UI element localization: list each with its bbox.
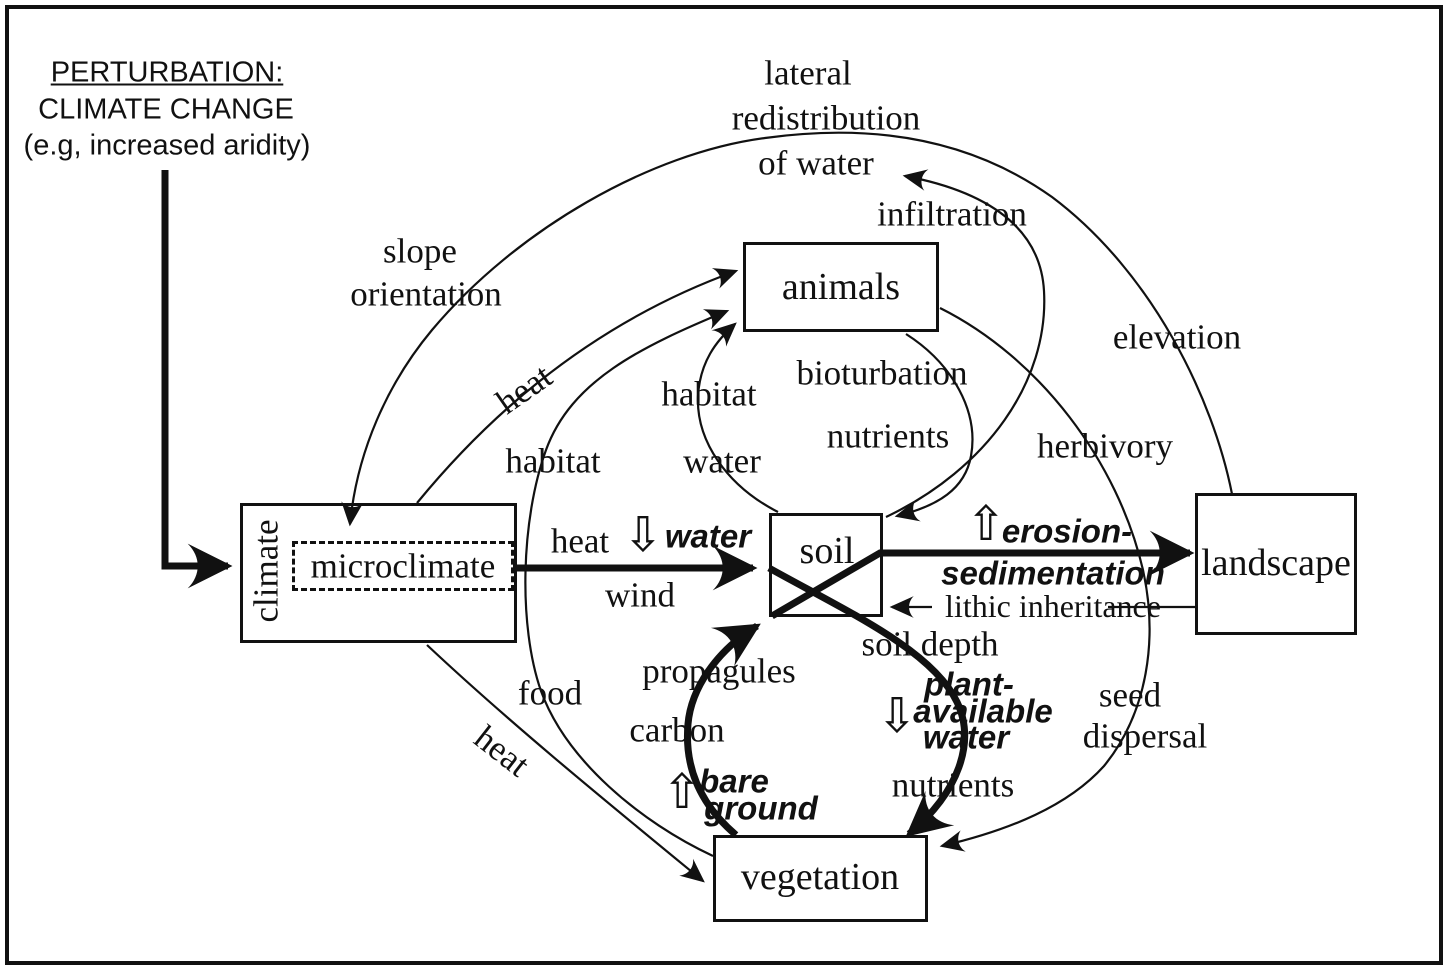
label-elevation: elevation bbox=[1112, 317, 1242, 357]
arrow-animals-to-soil bbox=[894, 333, 974, 522]
lateral-water-node-line1: lateral bbox=[764, 53, 852, 93]
label-sedimentation: sedimentation bbox=[941, 554, 1165, 592]
label-slope-orientation-line1: slope bbox=[383, 231, 457, 271]
label-carbon: carbon bbox=[629, 710, 725, 750]
arrow-soil-to-animals bbox=[696, 322, 779, 513]
label-erosion: erosion- bbox=[1001, 512, 1133, 550]
arrow-climate-to-animals bbox=[416, 268, 739, 504]
label-nutrients-animals-to-soil: nutrients bbox=[826, 416, 950, 456]
label-infiltration: infiltration bbox=[877, 194, 1027, 234]
label-food: food bbox=[517, 673, 583, 713]
label-available: available bbox=[913, 692, 1053, 730]
down-white-arrow-water-icon: ⇩ bbox=[622, 507, 664, 563]
label-seed: seed bbox=[1098, 675, 1162, 715]
label-bioturbation: bioturbation bbox=[796, 353, 968, 393]
label-heat-climate-to-soil: heat bbox=[550, 521, 610, 561]
climate-box-label: climate bbox=[246, 519, 286, 623]
soil-box-label: soil bbox=[799, 530, 855, 572]
arrow-perturbation bbox=[161, 170, 233, 589]
label-habitat-soil-to-animals: habitat bbox=[661, 374, 757, 414]
label-lithic-inheritance: lithic inheritance bbox=[945, 588, 1161, 624]
arrow-soil-to-lateral-water bbox=[885, 169, 1046, 518]
up-white-arrow-bare-ground-icon: ⇧ bbox=[661, 764, 703, 820]
perturbation-title-line1: PERTURBATION: bbox=[50, 56, 284, 89]
label-slope-orientation-line2: orientation bbox=[350, 274, 502, 314]
label-nutrients-soil-to-vegetation: nutrients bbox=[891, 765, 1015, 805]
microclimate-box-label: microclimate bbox=[310, 546, 496, 586]
arrow-landscape-to-microclimate bbox=[341, 131, 1234, 527]
lateral-water-node-line3: of water bbox=[758, 143, 874, 183]
vegetation-box-label: vegetation bbox=[740, 856, 900, 898]
landscape-box-label: landscape bbox=[1201, 542, 1351, 584]
label-habitat-vegetation-to-animals: habitat bbox=[505, 441, 601, 481]
label-plant: plant- bbox=[924, 665, 1014, 703]
animals-box bbox=[743, 242, 939, 332]
vegetation-box bbox=[713, 835, 928, 922]
down-white-arrow-plant-water-icon: ⇩ bbox=[876, 688, 918, 744]
label-propagules: propagules bbox=[642, 651, 796, 691]
label-plant-water: water bbox=[922, 718, 1010, 756]
label-dispersal: dispersal bbox=[1082, 716, 1208, 756]
label-soil-depth: soil depth bbox=[861, 624, 999, 664]
animals-box-label: animals bbox=[781, 266, 901, 308]
arrow-climate-to-vegetation bbox=[426, 644, 705, 883]
climate-box bbox=[240, 503, 517, 643]
soil-box bbox=[769, 513, 883, 617]
label-ground: ground bbox=[704, 789, 818, 827]
arrow-soil-to-vegetation bbox=[767, 564, 968, 837]
perturbation-title-line3: (e.g, increased aridity) bbox=[23, 129, 311, 162]
arrow-animals-to-vegetation bbox=[939, 307, 1151, 852]
up-white-arrow-erosion-icon: ⇧ bbox=[965, 496, 1007, 552]
label-water-bold: water bbox=[664, 517, 752, 555]
arrow-vegetation-to-soil bbox=[683, 623, 761, 838]
label-wind: wind bbox=[605, 575, 675, 615]
label-herbivory: herbivory bbox=[1036, 426, 1174, 466]
lateral-water-node-line2: redistribution bbox=[731, 98, 921, 138]
label-water-soil-to-animals: water bbox=[683, 441, 761, 481]
figure-border bbox=[5, 5, 1443, 965]
landscape-box bbox=[1195, 493, 1357, 635]
label-bare: bare bbox=[699, 762, 769, 800]
microclimate-box bbox=[292, 541, 514, 591]
arrow-vegetation-to-animals bbox=[524, 309, 730, 857]
perturbation-title-line2: CLIMATE CHANGE bbox=[38, 93, 294, 126]
